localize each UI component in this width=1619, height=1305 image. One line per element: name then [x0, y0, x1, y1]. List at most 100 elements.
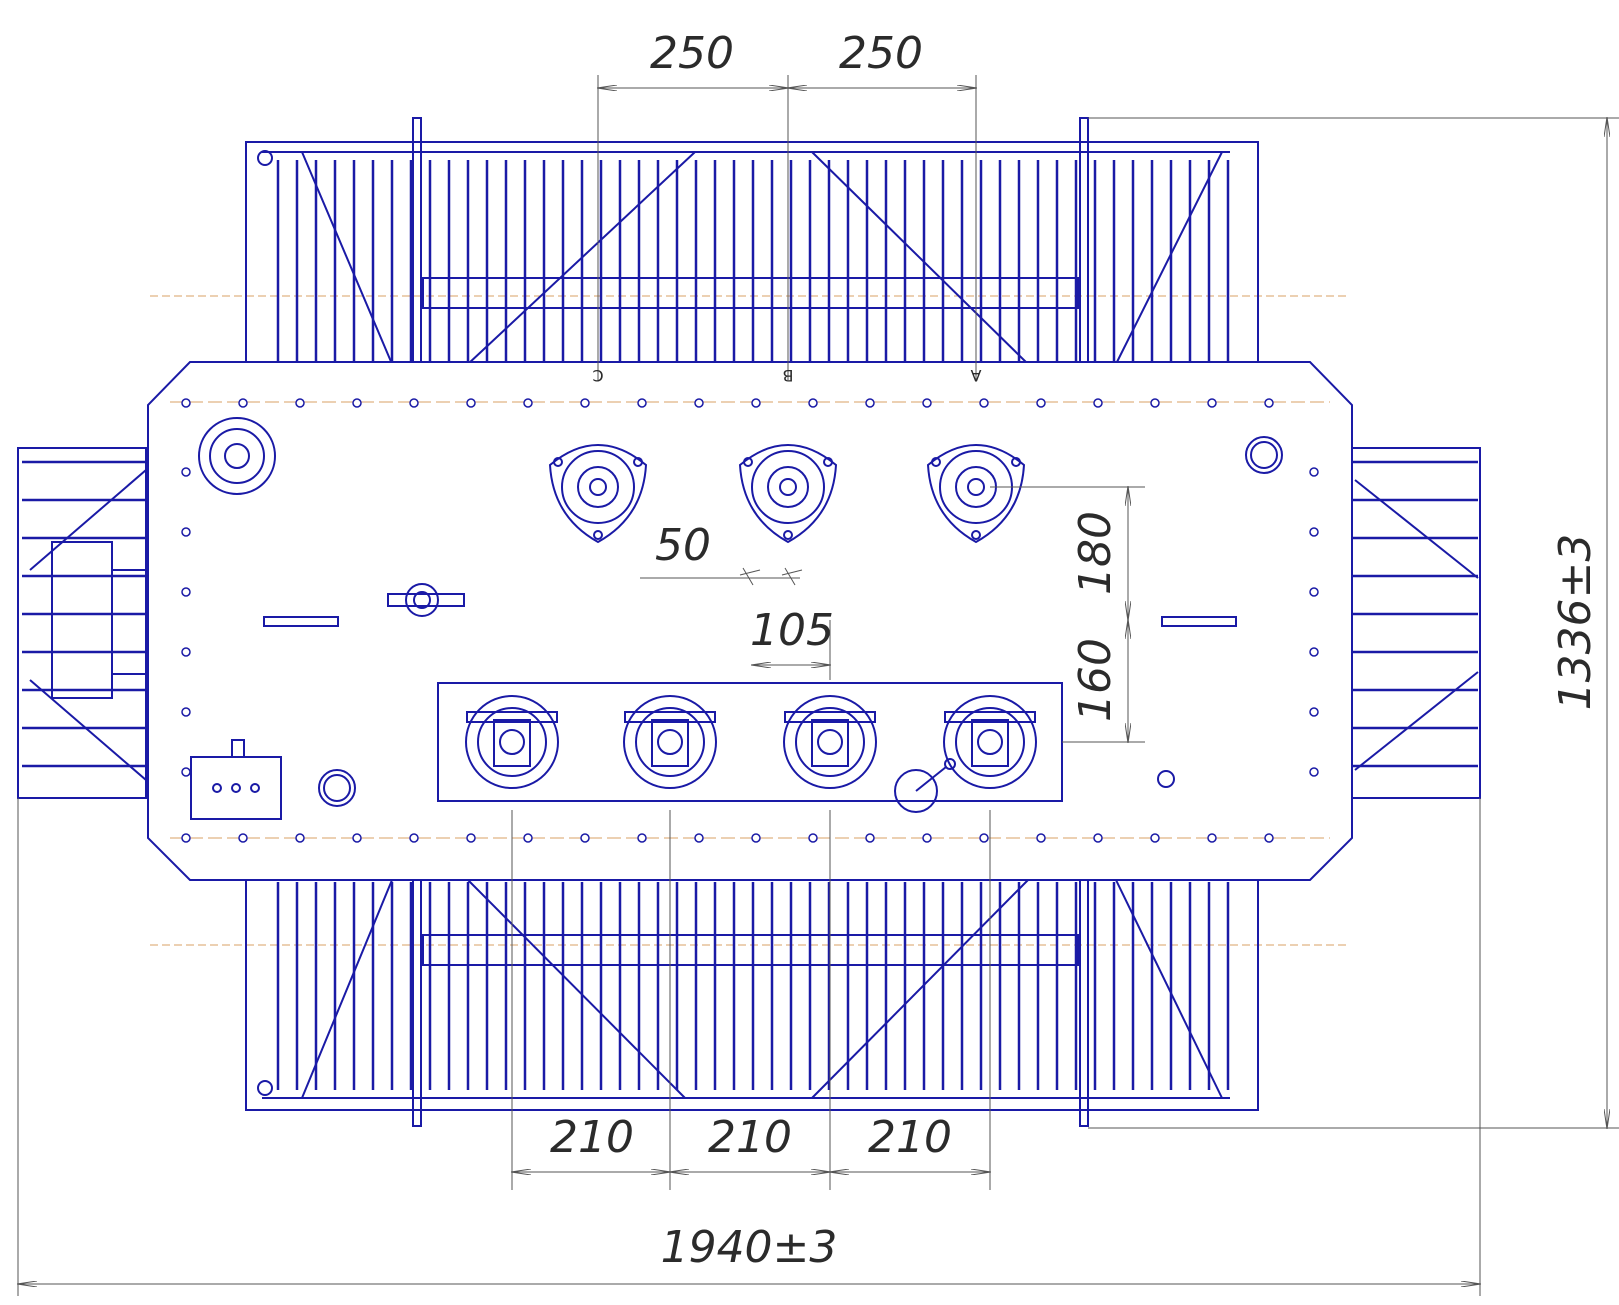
- bolt: [181, 767, 191, 777]
- bolt: [181, 707, 191, 717]
- bolt: [238, 833, 248, 843]
- bolt: [1264, 398, 1274, 408]
- bolt: [295, 398, 305, 408]
- bolt: [409, 833, 419, 843]
- bolt: [751, 398, 761, 408]
- hv-bushing-bolt: [743, 457, 753, 467]
- hv-bushing-flange: [738, 444, 838, 544]
- hv-bushing-bolt: [553, 457, 563, 467]
- hv-bushing-ring: [561, 450, 635, 524]
- bolt: [1309, 587, 1319, 597]
- bolt: [694, 833, 704, 843]
- hv-bushing-flange: [548, 444, 648, 544]
- hv-bushing-ring: [751, 450, 825, 524]
- bolt: [181, 527, 191, 537]
- lv-bushing-clamp: [811, 719, 849, 767]
- hv-bushing-bolt: [593, 530, 603, 540]
- bolt: [694, 398, 704, 408]
- bolt: [181, 467, 191, 477]
- dim-lv-row-offset: 160: [1070, 638, 1121, 722]
- bolt: [637, 833, 647, 843]
- dim-lv-spacing-2: 210: [708, 1112, 792, 1163]
- hv-bushing-bolt: [823, 457, 833, 467]
- bolt: [865, 833, 875, 843]
- bolt: [580, 398, 590, 408]
- bolt: [1309, 707, 1319, 717]
- bolt: [1150, 833, 1160, 843]
- hv-bushing-ring: [577, 466, 619, 508]
- left-radiator-fins: [22, 460, 146, 768]
- bolt: [808, 398, 818, 408]
- lv-bushing-bar: [944, 711, 1036, 723]
- bolt: [808, 833, 818, 843]
- bolt: [409, 398, 419, 408]
- bolt: [1264, 833, 1274, 843]
- dim-hv-row-offset: 180: [1070, 511, 1121, 595]
- bolt: [637, 398, 647, 408]
- lv-bushing-clamp: [971, 719, 1009, 767]
- hv-bushing-terminal: [779, 478, 797, 496]
- bolt: [1093, 833, 1103, 843]
- tank-cover: [147, 361, 1353, 881]
- dim-phase-spacing-right: 250: [839, 28, 923, 79]
- bolt: [1309, 767, 1319, 777]
- lv-bushing-ring: [635, 707, 705, 777]
- lv-bushing-terminal: [817, 729, 843, 755]
- lv-bushing-flange: [465, 695, 559, 789]
- bolt: [352, 833, 362, 843]
- phase-label-a: A: [970, 366, 981, 385]
- lv-bushing-bar: [624, 711, 716, 723]
- bolt: [1036, 833, 1046, 843]
- lv-bushing-terminal: [499, 729, 525, 755]
- bolt: [1150, 398, 1160, 408]
- right-radiator-fins: [1352, 460, 1478, 768]
- bolt: [181, 647, 191, 657]
- cover-accessories: [190, 417, 1283, 820]
- lv-bushing-flange: [623, 695, 717, 789]
- hv-bushing-bolt: [633, 457, 643, 467]
- bolt: [1036, 398, 1046, 408]
- dim-lv-offset: 105: [750, 605, 834, 656]
- bolt: [523, 833, 533, 843]
- bolt: [922, 833, 932, 843]
- bolt: [1093, 398, 1103, 408]
- lv-bushing-terminal: [977, 729, 1003, 755]
- bolt: [922, 398, 932, 408]
- bolt: [466, 833, 476, 843]
- hv-bushing-bolt: [783, 530, 793, 540]
- lv-bushing-flange: [783, 695, 877, 789]
- dim-overall-length: 1940±3: [661, 1222, 838, 1273]
- lv-bushing-ring: [795, 707, 865, 777]
- top-radiator-fins: [276, 160, 1230, 362]
- bolt: [751, 833, 761, 843]
- lv-bushing-terminal: [657, 729, 683, 755]
- hv-bushing-terminal: [589, 478, 607, 496]
- bolt: [352, 398, 362, 408]
- lv-bushing-bar: [784, 711, 876, 723]
- bolt: [238, 398, 248, 408]
- lv-bushing-ring: [477, 707, 547, 777]
- phase-label-b: B: [783, 366, 794, 385]
- hv-bushing-bolt: [971, 530, 981, 540]
- dim-phase-spacing-left: 250: [650, 28, 734, 79]
- tank-cover-bolt-lines: [170, 401, 1330, 839]
- hv-bushing-ring: [767, 466, 809, 508]
- bolt: [181, 833, 191, 843]
- lv-bushing-clamp: [651, 719, 689, 767]
- hv-bushing-flange: [926, 444, 1026, 544]
- hv-bushing-terminal: [967, 478, 985, 496]
- bolt: [1207, 398, 1217, 408]
- phase-label-c: C: [592, 366, 603, 385]
- bottom-radiator-fins: [276, 882, 1230, 1090]
- bolt: [979, 398, 989, 408]
- bolt: [1309, 527, 1319, 537]
- hv-bushing-bolt: [931, 457, 941, 467]
- lv-bushings: [465, 695, 1037, 789]
- lv-bushing-clamp: [493, 719, 531, 767]
- bolt: [181, 398, 191, 408]
- dim-lv-spacing-3: 210: [868, 1112, 952, 1163]
- bolt: [979, 833, 989, 843]
- lv-bushing-bar: [466, 711, 558, 723]
- bolt: [466, 398, 476, 408]
- bolt: [523, 398, 533, 408]
